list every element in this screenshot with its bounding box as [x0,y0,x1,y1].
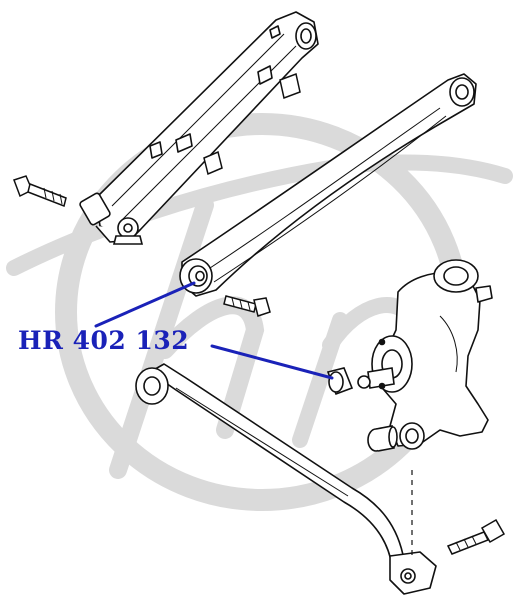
lower-arm-bolt [446,518,506,555]
watermark-swoosh [6,154,513,276]
diagonal-arm-bolt [223,295,271,317]
upper-arm-bolt [13,175,67,208]
leader-to-loose-bushing [210,344,334,380]
callout-leaders [94,281,334,380]
leader-to-arm-bushing [94,281,196,328]
wheel-hub-flange [357,335,413,393]
part-number-label: HR 402 132 [18,326,190,355]
upper-arm-end-bolt [79,192,144,245]
lower-lateral-arm [135,363,437,595]
diagonal-arm [181,73,477,297]
knuckle-sleeve [367,425,398,452]
bushing-part [326,367,354,396]
steering-knuckle [381,259,493,450]
upper-arm-washers [203,72,301,176]
